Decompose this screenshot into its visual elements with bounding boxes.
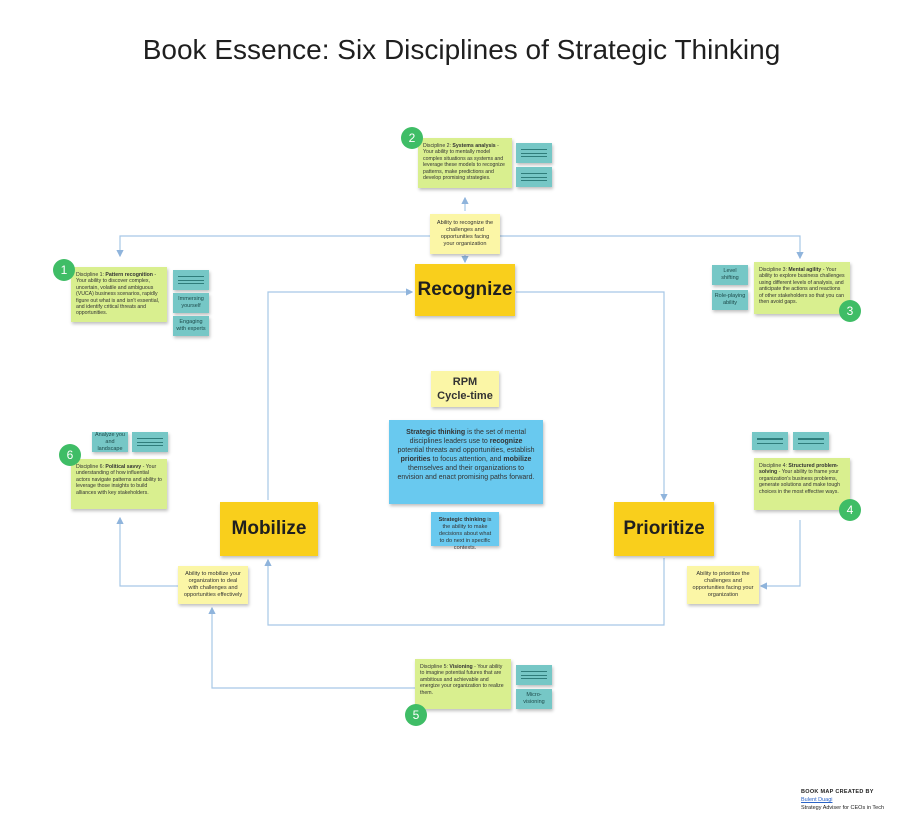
discipline-6-text: - Your understanding of how influential … bbox=[76, 464, 162, 496]
discipline-4-text: - Your ability to frame your organizatio… bbox=[759, 469, 841, 495]
discipline-3-name: Mental agility bbox=[788, 267, 822, 273]
discipline-2-tag-note bbox=[516, 143, 552, 163]
discipline-6-name: Political savvy bbox=[105, 464, 142, 470]
definition-text-1: is the set of mental disciplines leaders… bbox=[409, 429, 526, 445]
discipline-4-note: Discipline 4: Structured problem-solving… bbox=[754, 458, 850, 510]
discipline-2-tag-note-2 bbox=[516, 167, 552, 187]
stage-recognize: Recognize bbox=[415, 264, 515, 316]
rpm-line-1: RPM bbox=[452, 376, 478, 388]
discipline-4-lead: Discipline 4: bbox=[759, 463, 789, 469]
discipline-4-name: Structured problem-solving bbox=[759, 463, 839, 476]
discipline-4-tag-note-2 bbox=[793, 432, 829, 450]
discipline-4-tag-note bbox=[752, 432, 788, 450]
discipline-5-badge: 5 bbox=[405, 704, 427, 726]
stage-mobilize: Mobilize bbox=[220, 502, 318, 556]
discipline-3-text: - Your ability to explore business chall… bbox=[759, 267, 845, 306]
definition-term: Strategic thinking bbox=[406, 429, 466, 436]
ability-text: is the ability to make decisions about w… bbox=[438, 517, 492, 551]
discipline-6-tag-note bbox=[132, 432, 168, 452]
discipline-3-badge: 3 bbox=[839, 300, 861, 322]
page-title: Book Essence: Six Disciplines of Strateg… bbox=[142, 34, 781, 65]
discipline-3-tag-role: Role-playing ability bbox=[712, 290, 748, 310]
discipline-1-name: Pattern recognition bbox=[105, 272, 153, 278]
discipline-6-lead: Discipline 6: bbox=[76, 464, 106, 470]
discipline-2-badge: 2 bbox=[401, 127, 423, 149]
stage-prioritize: Prioritize bbox=[614, 502, 714, 556]
credit-block: BOOK MAP CREATED BY Bulent Duagi Strateg… bbox=[801, 788, 901, 812]
discipline-5-name: Visioning bbox=[449, 664, 473, 670]
discipline-1-tag-immersing: Immersing yourself bbox=[173, 293, 209, 313]
definition-priorities: priorities bbox=[400, 456, 431, 463]
ability-prioritize-note: Ability to prioritize the challenges and… bbox=[687, 566, 759, 604]
definition-recognize: recognize bbox=[489, 438, 523, 445]
discipline-5-lead: Discipline 5: bbox=[420, 664, 450, 670]
discipline-1-badge: 1 bbox=[53, 259, 75, 281]
discipline-1-lead: Discipline 1: bbox=[76, 272, 106, 278]
discipline-2-text: - Your ability to mentally model complex… bbox=[423, 143, 505, 182]
rpm-cycle-time-note: RPM Cycle-time bbox=[431, 371, 499, 407]
discipline-1-tag-experts: Engaging with experts bbox=[173, 316, 209, 336]
discipline-2-lead: Discipline 2: bbox=[423, 143, 453, 149]
discipline-3-tag-level: Level shifting bbox=[712, 265, 748, 285]
definition-text-3: to focus attention, and bbox=[430, 456, 504, 463]
discipline-4-badge: 4 bbox=[839, 499, 861, 521]
credit-role: Strategy Adviser for CEOs in Tech bbox=[801, 805, 885, 811]
discipline-3-lead: Discipline 3: bbox=[759, 267, 789, 273]
strategic-thinking-ability-note: Strategic thinking is the ability to mak… bbox=[431, 512, 499, 551]
ability-mobilize-note: Ability to mobilize your organization to… bbox=[178, 566, 248, 604]
discipline-1-tag-note bbox=[173, 270, 209, 290]
discipline-2-note: Discipline 2: Systems analysis - Your ab… bbox=[418, 138, 512, 188]
definition-text-4: themselves and their organizations to en… bbox=[397, 465, 535, 481]
ability-recognize-note: Ability to recognize the challenges and … bbox=[430, 214, 500, 254]
rpm-line-2: Cycle-time bbox=[437, 390, 493, 402]
strategic-thinking-definition: Strategic thinking is the set of mental … bbox=[389, 420, 543, 504]
ability-term: Strategic thinking bbox=[438, 517, 486, 523]
definition-text-2: potential threats and opportunities, est… bbox=[397, 447, 535, 454]
discipline-5-tag-note bbox=[516, 665, 552, 685]
discipline-3-note: Discipline 3: Mental agility - Your abil… bbox=[754, 262, 850, 314]
discipline-6-tag-analyze: Analyze you and landscape bbox=[92, 432, 128, 452]
discipline-2-name: Systems analysis bbox=[452, 143, 496, 149]
discipline-6-note: Discipline 6: Political savvy - Your und… bbox=[71, 459, 167, 509]
discipline-1-text: - Your ability to discover complex, unce… bbox=[76, 272, 160, 317]
discipline-5-note: Discipline 5: Visioning - Your ability t… bbox=[415, 659, 511, 709]
discipline-5-text: - Your ability to imagine potential futu… bbox=[420, 664, 504, 696]
credit-name-link[interactable]: Bulent Duagi bbox=[801, 797, 833, 803]
discipline-6-badge: 6 bbox=[59, 444, 81, 466]
credit-heading: BOOK MAP CREATED BY bbox=[801, 789, 874, 795]
definition-mobilize: mobilize bbox=[503, 456, 532, 463]
discipline-5-tag-micro: Micro-visioning bbox=[516, 689, 552, 709]
discipline-1-note: Discipline 1: Pattern recognition - Your… bbox=[71, 267, 167, 322]
